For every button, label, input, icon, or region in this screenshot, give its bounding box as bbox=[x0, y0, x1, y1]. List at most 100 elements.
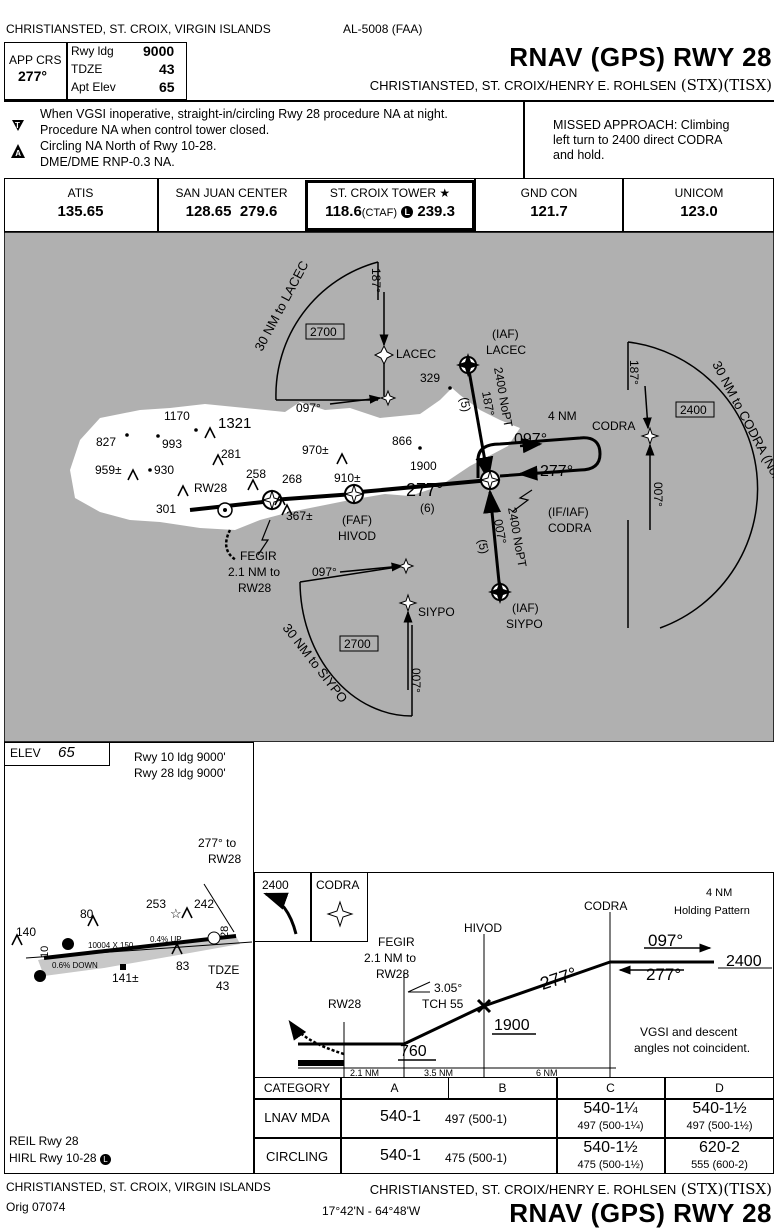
procedure-title: RNAV (GPS) RWY 28 bbox=[509, 42, 772, 72]
hirl-text: HIRL Rwy 10-28 bbox=[9, 1151, 97, 1165]
hivod-fix bbox=[343, 483, 365, 505]
row-circling-d-sub: 555 (600-2) bbox=[691, 1159, 748, 1171]
taa-nw-arc bbox=[275, 261, 379, 401]
notes: When VGSI inoperative, straight-in/circl… bbox=[40, 106, 448, 170]
course-097-s: 097° bbox=[312, 565, 337, 579]
faf-maltese-cross bbox=[476, 998, 492, 1014]
note-dme: DME/DME RNP-0.3 NA. bbox=[40, 155, 175, 169]
rw28-label: RW28 bbox=[194, 481, 227, 495]
lacec-iaf-label-2: LACEC bbox=[486, 343, 526, 357]
svg-text:A: A bbox=[15, 149, 21, 158]
location-top: CHRISTIANSTED, ST. CROIX, VIRGIN ISLANDS bbox=[6, 22, 271, 36]
holding-pattern bbox=[476, 436, 602, 478]
ma-line: and hold. bbox=[553, 148, 605, 162]
alt-2400: 2400 bbox=[726, 953, 762, 970]
row-lnav-name: LNAV MDA bbox=[264, 1110, 330, 1125]
rule bbox=[254, 1137, 774, 1139]
obstacle-label: 301 bbox=[156, 502, 176, 516]
elev-value: 65 bbox=[58, 744, 75, 761]
star-icon: ★ bbox=[439, 186, 451, 200]
final-distance: (6) bbox=[420, 501, 435, 515]
leg-south-course: 007° bbox=[491, 518, 509, 545]
tch: TCH 55 bbox=[422, 997, 464, 1011]
app-crs-value: 277° bbox=[18, 68, 47, 84]
ma-line: MISSED APPROACH: Climbing bbox=[553, 118, 730, 132]
leg-south-dist: (5) bbox=[475, 538, 491, 555]
app-crs-label: APP CRS bbox=[9, 53, 62, 67]
svg-text:T: T bbox=[15, 121, 20, 130]
footer-airport-name: CHRISTIANSTED, ST. CROIX/HENRY E. ROHLSE… bbox=[369, 1182, 677, 1197]
footer-airport-line: CHRISTIANSTED, ST. CROIX/HENRY E. ROHLSE… bbox=[370, 1180, 772, 1199]
siypo-iaf-fix bbox=[488, 580, 512, 604]
taa-nw-altitude: 2700 bbox=[310, 325, 337, 339]
fegir-fix bbox=[261, 489, 283, 511]
beacon-icon bbox=[62, 938, 74, 950]
seg-2-1: 2.1 NM bbox=[350, 1068, 379, 1078]
course-187-nw: 187° bbox=[369, 268, 383, 293]
gnd-label: GND CON bbox=[520, 186, 578, 200]
row-circling-ab-sub: 475 (500-1) bbox=[445, 1151, 508, 1165]
divider bbox=[157, 178, 159, 232]
descent-1 bbox=[403, 1004, 485, 1046]
taa-ne-altitude: 2400 bbox=[680, 403, 707, 417]
divider bbox=[664, 1077, 666, 1174]
course-007-ne: 007° bbox=[651, 482, 665, 507]
note-tower: Procedure NA when control tower closed. bbox=[40, 123, 270, 137]
obs-140: 140 bbox=[16, 925, 36, 939]
elev-box bbox=[4, 742, 110, 766]
taa-s-arc bbox=[299, 581, 413, 717]
al-number: AL-5008 (FAA) bbox=[343, 22, 423, 36]
down-gradient: 0.6% DOWN bbox=[52, 961, 98, 970]
siypo-s-label: SIYPO bbox=[418, 605, 455, 619]
hivod-label: HIVOD bbox=[464, 921, 502, 935]
footer-location: CHRISTIANSTED, ST. CROIX, VIRGIN ISLANDS bbox=[6, 1180, 271, 1194]
profile-view: CODRA 4 NM Holding Pattern 097° 277° 240… bbox=[263, 887, 772, 1078]
final-leg-2 bbox=[271, 492, 355, 502]
rwy-end-10: 10 bbox=[39, 946, 51, 958]
obstacle-symbols bbox=[125, 386, 452, 516]
airport-diagram: ☆ 140 80 253 242 83 141± 10004 X 150 0.4… bbox=[11, 883, 253, 993]
unicom-freq: 123.0 bbox=[680, 203, 718, 220]
obstacle-label: 959± bbox=[95, 463, 122, 477]
seg-3-5: 3.5 NM bbox=[424, 1068, 453, 1078]
hivod-faf-label-2: HIVOD bbox=[338, 529, 376, 543]
row-circling-name: CIRCLING bbox=[265, 1149, 329, 1164]
row-lnav-d-main: 540-1½ bbox=[692, 1100, 747, 1117]
obs-253: 253 bbox=[146, 897, 166, 911]
hold-distance: 4 NM bbox=[548, 409, 577, 423]
obstacle-label: 268 bbox=[282, 472, 302, 486]
sju-label: SAN JUAN CENTER bbox=[175, 186, 288, 200]
footer-title: RNAV (GPS) RWY 28 bbox=[509, 1198, 772, 1228]
minimums-table bbox=[254, 1077, 774, 1174]
divider bbox=[448, 1077, 449, 1098]
apt-elev-label: Apt Elev bbox=[71, 80, 116, 94]
lacec-nw-label: LACEC bbox=[396, 347, 436, 361]
course-pointer bbox=[203, 883, 235, 933]
hdr-category: CATEGORY bbox=[263, 1081, 331, 1095]
divider bbox=[66, 42, 68, 100]
leg-lacec-codra bbox=[466, 364, 494, 481]
note-vgsi: When VGSI inoperative, straight-in/circl… bbox=[40, 107, 448, 121]
descent-2 bbox=[483, 960, 611, 1008]
ma-icon-altitude: 2400 bbox=[262, 878, 289, 892]
apt-elev-value: 65 bbox=[159, 79, 175, 95]
star-icon: ☆ bbox=[170, 906, 182, 921]
row-lnav-ab-sub: 497 (500-1) bbox=[445, 1112, 508, 1126]
obs-80: 80 bbox=[80, 907, 94, 921]
rw28-label: RW28 bbox=[328, 997, 361, 1011]
plan-view: 30 NM to LACEC 30 NM to CODRA (NoPT) 30 … bbox=[4, 232, 774, 742]
lacec-iaf-fix bbox=[456, 353, 480, 377]
taa-s-corner-fix bbox=[397, 557, 415, 575]
hold-label-2: Holding Pattern bbox=[674, 905, 750, 917]
glidepath-angle: 3.05° bbox=[434, 981, 462, 995]
up-gradient: 0.4% UP bbox=[150, 935, 182, 944]
alt-760: 760 bbox=[400, 1043, 427, 1060]
leg-north-dist: (5) bbox=[457, 396, 473, 413]
codra-if-label-2: CODRA bbox=[548, 521, 591, 535]
siypo-iaf-label-2: SIYPO bbox=[506, 617, 543, 631]
obstacle-labels: 1170 1321 827 993 959± 930 281 301 258 2… bbox=[95, 371, 440, 523]
obstacle-label: 910± bbox=[334, 471, 361, 485]
codra-label: CODRA bbox=[584, 899, 627, 913]
tower-label-line: ST. CROIX TOWER ★ bbox=[308, 186, 472, 200]
ma-climb-arrow-icon bbox=[263, 892, 298, 935]
